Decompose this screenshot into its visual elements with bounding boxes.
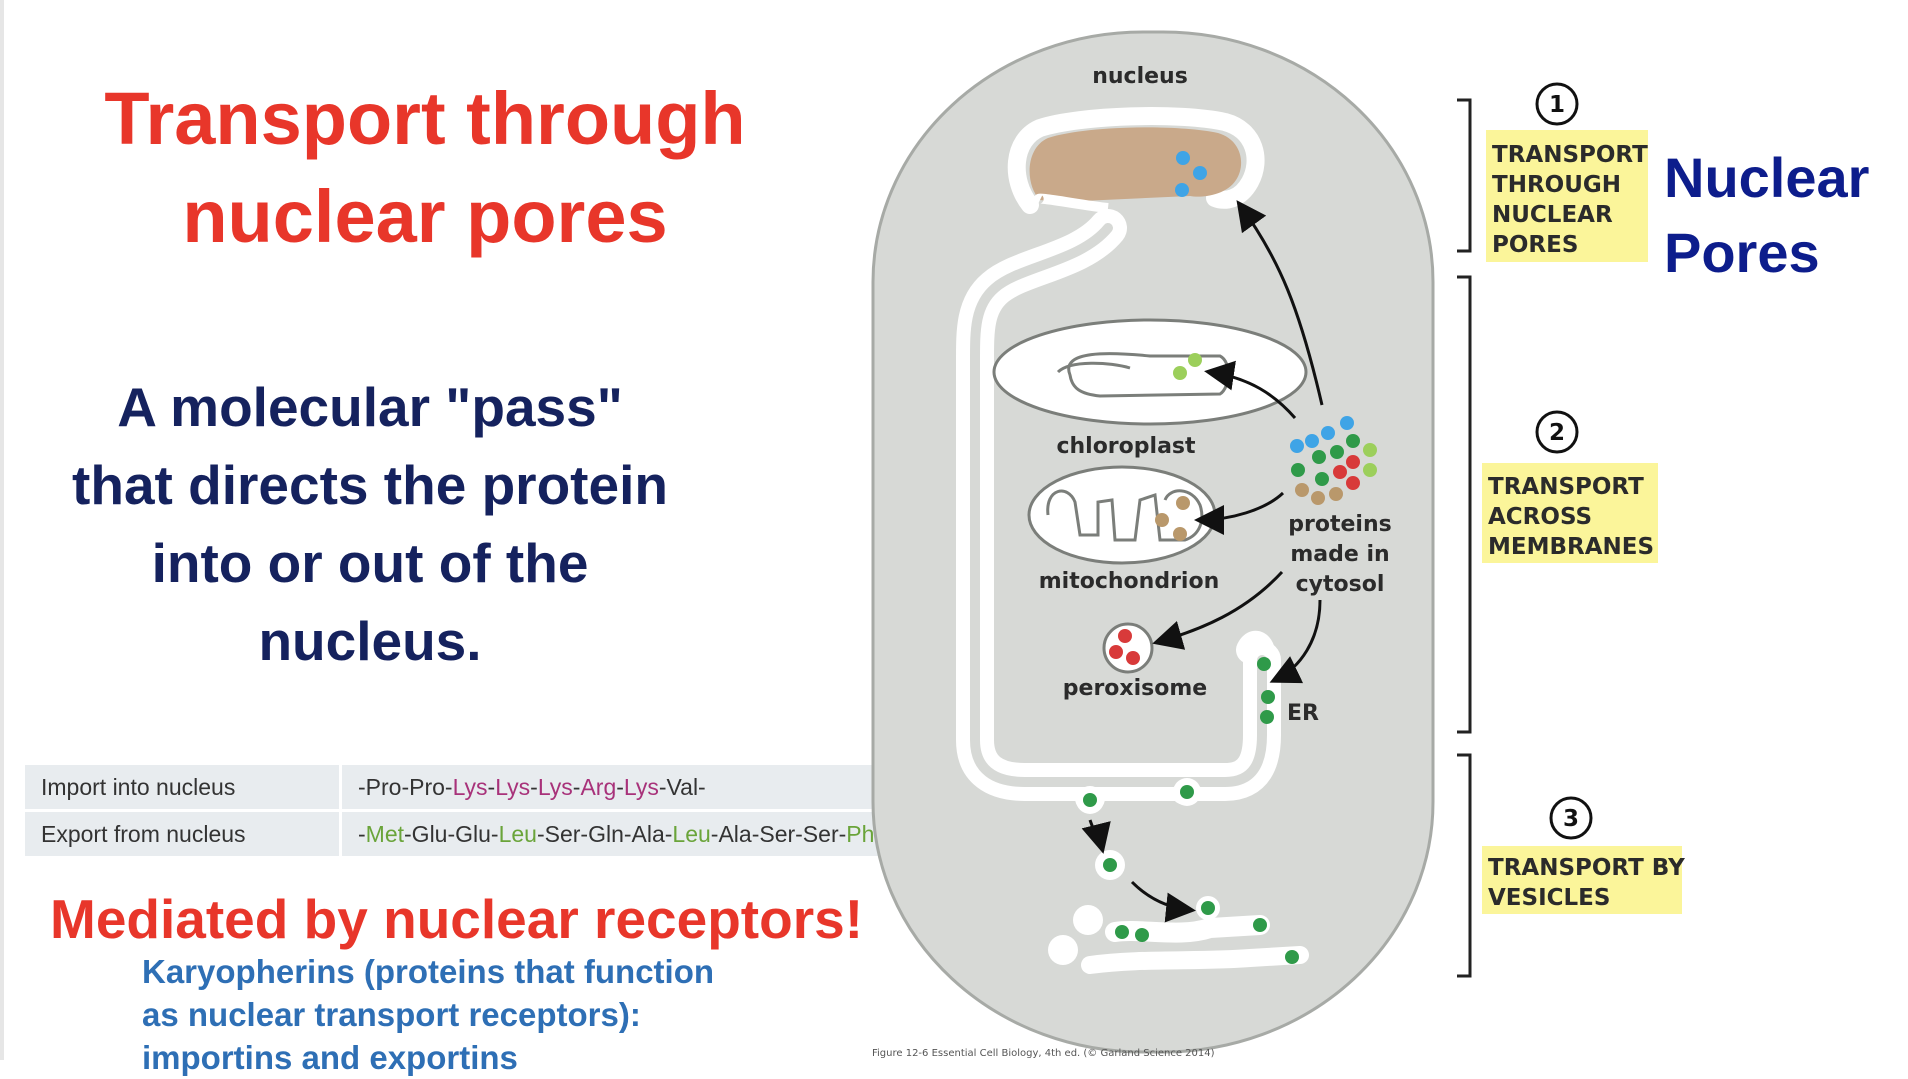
- step-3-number: 3: [1563, 806, 1579, 832]
- sequence-segment-plain: -Pro-Pro-: [358, 773, 453, 800]
- nuclear-envelope: [1007, 107, 1265, 214]
- step-3-circle: [1549, 796, 1593, 840]
- proteins-label-line-1: proteins: [1288, 512, 1391, 537]
- cytosolic-protein-cluster: [1290, 416, 1377, 505]
- sequence-segment-hydrophobic: Met: [365, 820, 405, 847]
- pass-explanation: A molecular "pass" that directs the prot…: [20, 368, 720, 680]
- proteins-label-line-2: made in: [1290, 542, 1389, 567]
- step-2-line-1: TRANSPORT: [1488, 474, 1644, 500]
- pass-explanation-line-4: nucleus.: [258, 610, 482, 672]
- slide-title-line-2: nuclear pores: [182, 175, 668, 258]
- table-row-export: Export from nucleus -Met-Glu-Glu-Leu-Ser…: [22, 809, 918, 859]
- sequence-segment-plain: -: [358, 820, 366, 847]
- sequence-segment-basic: Lys: [452, 773, 488, 800]
- step-2-line-3: MEMBRANES: [1488, 534, 1654, 560]
- slide-title-line-1: Transport through: [104, 77, 746, 160]
- envelope-lower: [1033, 193, 1109, 213]
- sequence-segment-basic: Lys: [537, 773, 573, 800]
- nuclear-pores-heading: Nuclear Pores: [1664, 140, 1869, 290]
- karyopherins-line-1: Karyopherins (proteins that function: [142, 953, 715, 990]
- sequence-segment-plain: -Ala-Ser-Ser-: [710, 820, 847, 847]
- step-1-line-3: NUCLEAR: [1492, 202, 1613, 228]
- peroxisome-label: peroxisome: [1063, 676, 1207, 701]
- sequence-segment-plain: -: [616, 773, 624, 800]
- pass-explanation-line-1: A molecular "pass": [117, 376, 623, 438]
- transport-arrows: [1081, 200, 1324, 923]
- step-2-line-2: ACROSS: [1488, 504, 1592, 530]
- peroxisome: [1102, 622, 1154, 674]
- step-1-number: 1: [1549, 92, 1565, 118]
- nucleus-interior: [1029, 127, 1242, 202]
- sequence-segment-basic: Lys: [495, 773, 531, 800]
- er-lumen-line: [970, 223, 1267, 787]
- export-label: Export from nucleus: [22, 809, 342, 859]
- step-3-line-1: TRANSPORT BY: [1488, 855, 1685, 881]
- signal-sequence-table: Import into nucleus -Pro-Pro-Lys-Lys-Lys…: [22, 762, 918, 859]
- sequence-segment-plain: -: [572, 773, 581, 800]
- golgi-proteins: [1115, 896, 1299, 964]
- step-2-label-box: [1482, 463, 1658, 563]
- sequence-segment-plain: -Ser-Gln-Ala-: [536, 820, 673, 847]
- vesicles: [1048, 778, 1201, 965]
- table-row-import: Import into nucleus -Pro-Pro-Lys-Lys-Lys…: [22, 762, 918, 812]
- nuclear-pores-line-1: Nuclear: [1664, 146, 1870, 209]
- step-3: 3 TRANSPORT BY VESICLES: [1482, 796, 1685, 914]
- figure-caption: Figure 12-6 Essential Cell Biology, 4th …: [872, 1048, 1215, 1059]
- er-label: ER: [1287, 701, 1319, 726]
- step-1-line-4: PORES: [1492, 232, 1578, 258]
- chloroplast-label: chloroplast: [1056, 434, 1196, 459]
- sequence-segment-hydrophobic: Leu: [672, 820, 711, 847]
- mitochondrion-label: mitochondrion: [1039, 569, 1220, 594]
- nuclear-pores-line-2: Pores: [1664, 221, 1820, 284]
- step-3-label-box: [1482, 846, 1682, 914]
- sequence-segment-plain: -Val-: [658, 773, 706, 800]
- sequence-segment-plain: -: [530, 773, 538, 800]
- step-1-line-1: TRANSPORT: [1492, 142, 1648, 168]
- mediated-heading: Mediated by nuclear receptors!: [50, 888, 864, 950]
- karyopherins-line-2: as nuclear transport receptors):: [142, 996, 641, 1033]
- sequence-segment-basic: Lys: [623, 773, 659, 800]
- pass-explanation-line-3: into or out of the: [151, 532, 589, 594]
- step-3-line-2: VESICLES: [1488, 885, 1610, 911]
- step-1: 1 TRANSPORT THROUGH NUCLEAR PORES: [1486, 82, 1648, 262]
- step-brackets: [1457, 98, 1472, 978]
- sequence-segment-basic: Arg: [580, 773, 617, 800]
- proteins-label-line-3: cytosol: [1296, 572, 1385, 597]
- import-label: Import into nucleus: [22, 762, 342, 812]
- step-2: 2 TRANSPORT ACROSS MEMBRANES: [1482, 410, 1658, 563]
- step-1-label-box: [1486, 130, 1648, 262]
- sequence-segment-plain: -: [487, 773, 496, 800]
- import-sequence: -Pro-Pro-Lys-Lys-Lys-Arg-Lys-Val-: [339, 762, 918, 812]
- export-sequence: -Met-Glu-Glu-Leu-Ser-Gln-Ala-Leu-Ala-Ser…: [339, 809, 918, 859]
- step-1-line-2: THROUGH: [1492, 172, 1621, 198]
- mitochondrion: [1027, 465, 1217, 565]
- step-2-circle: [1535, 410, 1579, 454]
- left-edge-rule: [0, 0, 4, 1060]
- step-1-circle: [1535, 82, 1579, 126]
- er-proteins: [1257, 657, 1275, 724]
- sequence-segment-hydrophobic: Leu: [498, 820, 537, 847]
- nucleus-label: nucleus: [1092, 64, 1188, 89]
- nuclear-imported-proteins: [1175, 151, 1207, 197]
- chloroplast: [992, 318, 1308, 426]
- slide-title: Transport through nuclear pores: [40, 70, 810, 266]
- sequence-segment-plain: -Glu-Glu-: [404, 820, 499, 847]
- step-2-number: 2: [1549, 420, 1565, 446]
- pass-explanation-line-2: that directs the protein: [72, 454, 668, 516]
